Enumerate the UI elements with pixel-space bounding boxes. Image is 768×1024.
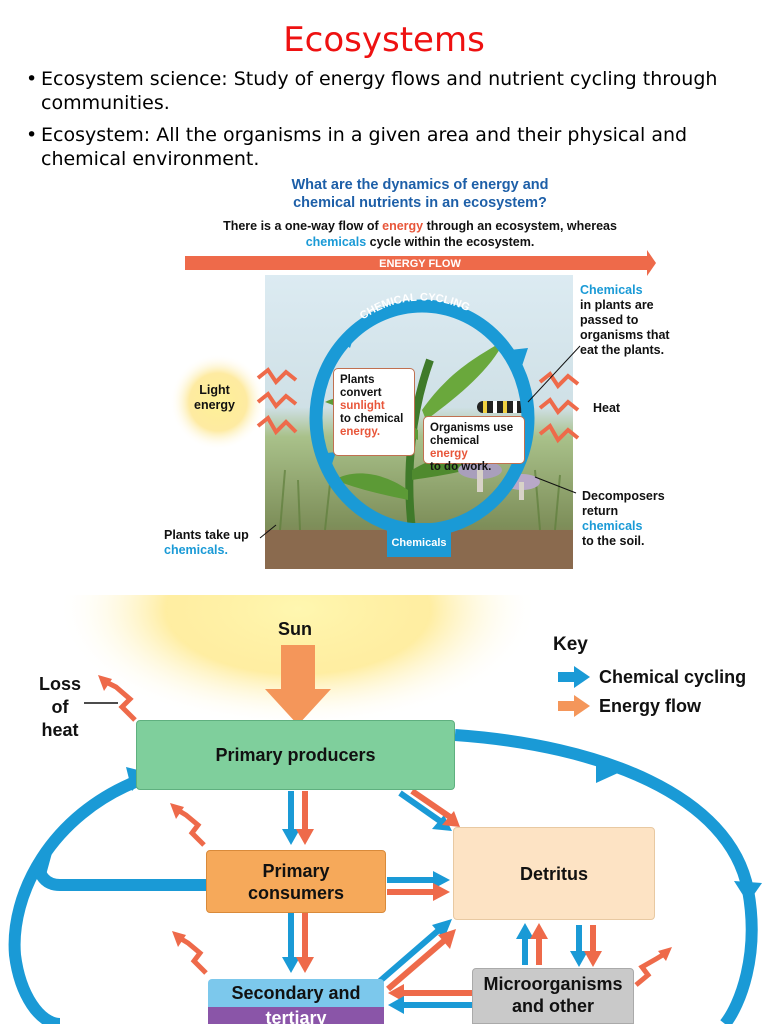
- key-chemical-label: Chemical cycling: [599, 667, 747, 687]
- chemicals-box: [387, 523, 451, 557]
- energy-flow-label: ENERGY FLOW: [379, 258, 461, 270]
- secondary-tertiary-box: Secondary and tertiary: [208, 979, 384, 1024]
- sun-energy-arrow: [265, 645, 331, 725]
- chemicals-pointer: [527, 345, 581, 403]
- heat-arrows: [538, 371, 580, 444]
- key-energy-icon: [558, 695, 590, 717]
- primary-consumers-box: Primary consumers: [206, 850, 386, 913]
- bullet-list: Ecosystem science: Study of energy flows…: [26, 67, 746, 179]
- page-title: Ecosystems: [283, 20, 485, 60]
- micro-to-secondary-arrows: [388, 984, 472, 1014]
- decomposers-pointer: [534, 476, 577, 494]
- left-cycle-arc: [8, 774, 143, 1024]
- detritus-box: Detritus: [453, 827, 655, 920]
- chemicals-passed-note: Chemicals in plants are passed to organi…: [580, 283, 670, 357]
- figure1-graphic: CHEMICAL CYCLING Chemicals ENERGY FLOW: [170, 250, 656, 569]
- ecosystem-flow-diagram: Sun Key Chemical cycling Energy flow Los…: [0, 595, 768, 1024]
- energy-chemical-figure: What are the dynamics of energy and chem…: [150, 170, 690, 575]
- plants-convert-bubble: Plants convert sunlight to chemical ener…: [333, 368, 415, 456]
- plants-take-up-note: Plants take up chemicals.: [164, 528, 249, 557]
- bullet-ecosystem-definition: Ecosystem: All the organisms in a given …: [26, 123, 746, 171]
- right-cycle-arc: [454, 729, 758, 1024]
- key-energy-label: Energy flow: [599, 696, 702, 716]
- decomposers-note: Decomposers return chemicals to the soil…: [582, 489, 665, 548]
- plants-take-up-pointer: [259, 524, 277, 539]
- secondary-to-detritus-arrows: [378, 919, 456, 992]
- caterpillar-icon: [477, 401, 529, 413]
- loss-of-heat-label: Loss of heat: [38, 674, 81, 740]
- microorganisms-box: Microorganisms and other: [472, 968, 634, 1024]
- light-energy-label: Light energy: [194, 383, 235, 412]
- flow-diagram-graphic: [8, 595, 762, 1024]
- heat-loss-arrows: [102, 678, 668, 987]
- key-title: Key: [553, 634, 588, 655]
- producers-to-consumers-arrows: [282, 791, 314, 845]
- organisms-use-bubble: Organisms use chemical energy to do work…: [423, 416, 525, 473]
- producers-to-detritus-arrows: [398, 788, 460, 831]
- energy-flow-arrow: [185, 250, 656, 276]
- consumers-to-detritus-arrows: [387, 871, 450, 901]
- detritus-micro-arrows: [516, 923, 602, 967]
- chemicals-box-label: Chemicals: [391, 537, 446, 549]
- sun-label: Sun: [278, 619, 312, 639]
- light-glow: [170, 354, 266, 450]
- heat-label: Heat: [593, 401, 621, 415]
- key-chemical-icon: [558, 666, 590, 688]
- light-energy-arrows: [256, 367, 298, 436]
- primary-producers-box: Primary producers: [136, 720, 455, 790]
- consumers-to-secondary-arrows: [282, 913, 314, 973]
- figure1-subheading: There is a one-way flow of energy throug…: [223, 219, 617, 249]
- bullet-ecosystem-science: Ecosystem science: Study of energy flows…: [26, 67, 746, 115]
- figure1-heading: What are the dynamics of energy and chem…: [291, 177, 549, 211]
